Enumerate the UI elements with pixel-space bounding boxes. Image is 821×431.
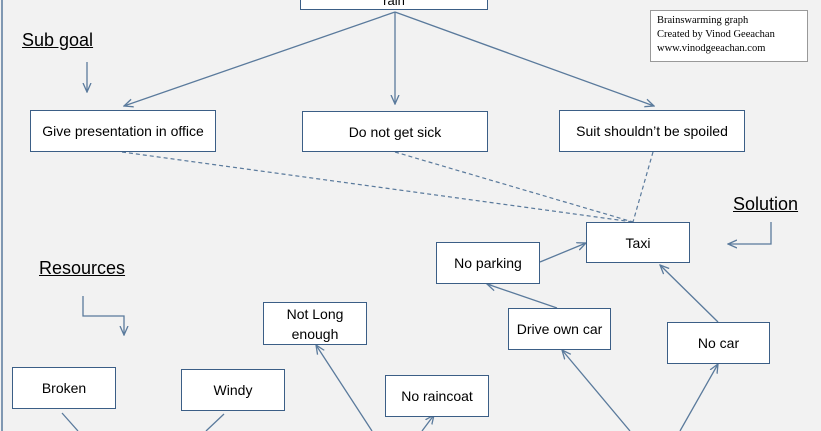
node-not-long-enough: Not Long enough xyxy=(263,302,367,345)
node-no-parking: No parking xyxy=(436,242,540,284)
edge-nocar-to-taxi xyxy=(660,265,719,323)
node-broken-text: Broken xyxy=(41,380,87,396)
goal-node-text: rain xyxy=(383,0,405,8)
edge-bottom-to-nocar xyxy=(679,364,718,431)
dashed-suit-to-taxi xyxy=(632,151,654,223)
dashed-sick-to-taxi xyxy=(394,151,634,223)
node-no-raincoat: No raincoat xyxy=(385,375,489,417)
edge-goal-to-suit xyxy=(394,11,654,106)
edge-bottom-to-notlong xyxy=(316,345,373,431)
solution-arrow xyxy=(728,222,772,244)
edge-bottom-from-windy xyxy=(205,413,225,431)
edge-drive-to-noparking xyxy=(487,284,558,309)
node-taxi: Taxi xyxy=(586,222,690,263)
node-not-long-enough-text: Not Long enough xyxy=(286,305,344,342)
node-no-car-text: No car xyxy=(697,335,740,351)
node-taxi-text: Taxi xyxy=(625,234,651,251)
node-broken: Broken xyxy=(12,367,116,409)
node-drive-own-car-text: Drive own car xyxy=(516,321,603,337)
node-suit-not-spoiled-text: Suit shouldn’t be spoiled xyxy=(576,123,728,139)
node-windy-text: Windy xyxy=(213,382,253,398)
edge-goal-to-presentation xyxy=(124,11,396,106)
sub-goal-label: Sub goal xyxy=(22,30,94,50)
node-give-presentation: Give presentation in office xyxy=(30,110,216,152)
edge-noparking-to-taxi xyxy=(539,243,586,263)
edge-bottom-to-noraincoat xyxy=(421,415,434,431)
credit-author: Created by Vinod Geeachan xyxy=(657,29,775,40)
node-suit-not-spoiled: Suit shouldn’t be spoiled xyxy=(559,110,745,152)
credit-box: Brainswarming graph Created by Vinod Gee… xyxy=(650,10,808,62)
node-windy: Windy xyxy=(181,369,285,411)
solution-label: Solution xyxy=(733,194,799,214)
dashed-presentation-to-taxi xyxy=(121,151,634,223)
resources-arrow xyxy=(82,296,124,335)
edge-bottom-from-broken xyxy=(61,412,79,431)
node-no-car: No car xyxy=(667,322,770,364)
node-give-presentation-text: Give presentation in office xyxy=(42,123,204,139)
node-do-not-get-sick-text: Do not get sick xyxy=(348,123,442,140)
resources-label: Resources xyxy=(39,258,126,278)
edge-bottom-to-drive xyxy=(562,350,631,431)
credit-url: www.vinodgeeachan.com xyxy=(657,43,766,54)
node-no-raincoat-text: No raincoat xyxy=(401,388,473,404)
node-drive-own-car: Drive own car xyxy=(508,308,611,350)
goal-node: rain xyxy=(300,0,488,10)
node-do-not-get-sick: Do not get sick xyxy=(302,111,488,152)
credit-title: Brainswarming graph xyxy=(657,15,749,26)
node-no-parking-text: No parking xyxy=(454,255,522,271)
